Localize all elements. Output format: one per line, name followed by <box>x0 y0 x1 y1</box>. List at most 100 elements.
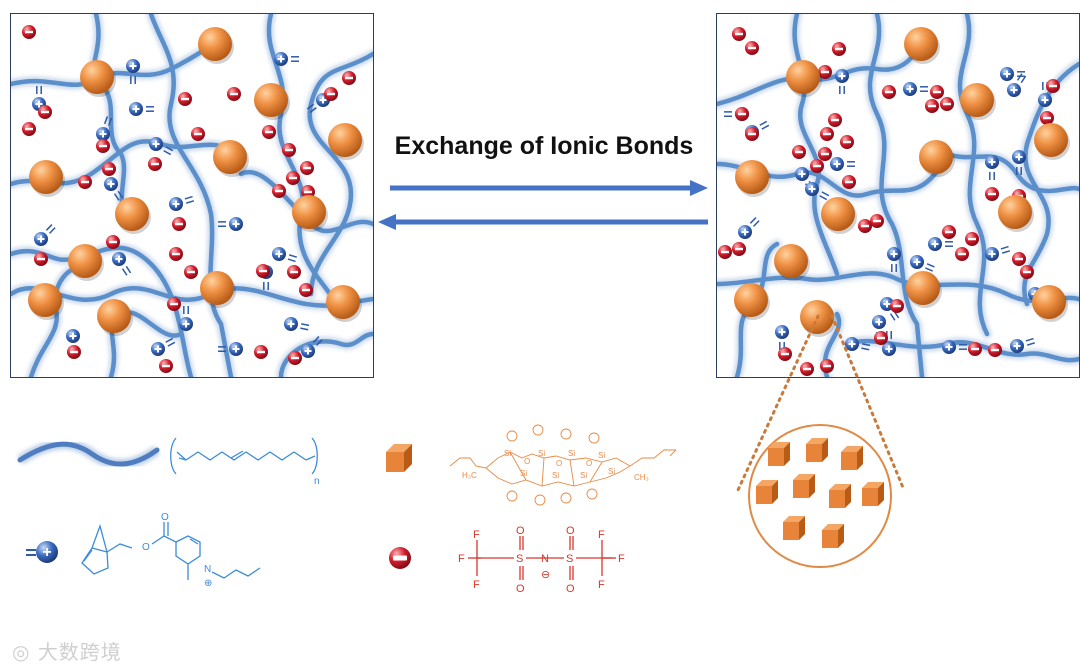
anion-icon <box>342 71 356 85</box>
anion-icon <box>102 162 116 176</box>
svg-text:O: O <box>142 542 150 553</box>
anion-icon <box>227 87 241 101</box>
anion-icon <box>172 217 186 231</box>
anion-icon <box>968 342 982 356</box>
anion-icon <box>792 145 806 159</box>
cation-icon <box>775 325 789 351</box>
anion-icon <box>810 159 824 173</box>
anion-icon <box>800 362 814 376</box>
anion-icon <box>34 252 48 266</box>
anion-icon <box>191 127 205 141</box>
anion-icon <box>840 135 854 149</box>
anion-icon <box>870 214 884 228</box>
anion-icon <box>818 65 832 79</box>
poss-cube <box>841 446 863 470</box>
anion-icon <box>965 232 979 246</box>
crosslinker-sphere <box>786 60 822 97</box>
svg-text:+: + <box>42 544 51 561</box>
ions-left <box>22 25 356 373</box>
svg-text:O: O <box>566 525 575 537</box>
anion-icon <box>718 245 732 259</box>
anion-icon <box>1020 265 1034 279</box>
poss-structure <box>449 424 677 506</box>
cation-icon <box>179 305 193 331</box>
anion-icon <box>778 347 792 361</box>
anion-icon <box>286 171 300 185</box>
anion-icon <box>148 157 162 171</box>
anion-icon <box>159 359 173 373</box>
cation-icon <box>942 340 967 354</box>
crosslinker-sphere <box>254 83 290 120</box>
anion-icon <box>299 283 313 297</box>
crosslinker-sphere <box>919 140 955 177</box>
anion-icon <box>732 27 746 41</box>
cation-icon <box>104 177 124 201</box>
anion-icon <box>256 264 270 278</box>
crosslinker-sphere <box>774 244 810 281</box>
anion-icon <box>858 219 872 233</box>
poss-cube <box>768 442 790 466</box>
svg-text:CH₃: CH₃ <box>634 473 649 482</box>
anion-icon <box>254 345 268 359</box>
anion-icon <box>890 299 904 313</box>
cation-icon <box>126 59 140 85</box>
svg-text:S: S <box>566 553 573 565</box>
cation-icon <box>217 217 243 231</box>
cation-icon <box>112 252 132 276</box>
reverse-arrow <box>378 214 708 230</box>
svg-text:Si: Si <box>520 469 527 478</box>
cation-icon <box>129 102 154 116</box>
cation-icon <box>1010 337 1036 353</box>
tfsi-structure <box>468 536 616 580</box>
anion-icon <box>828 113 842 127</box>
anion-icon <box>925 99 939 113</box>
zoom-cubes <box>756 438 884 548</box>
cation-icon <box>96 116 113 141</box>
svg-text:F: F <box>618 553 625 565</box>
crosslinker-sphere <box>326 285 362 322</box>
zoom-inset <box>736 314 906 568</box>
svg-text:O: O <box>586 459 592 468</box>
network-graphic-right <box>717 14 1079 377</box>
cation-icon <box>985 155 999 181</box>
anion-icon <box>832 42 846 56</box>
anion-icon <box>930 85 944 99</box>
svg-text:⊕: ⊕ <box>204 578 212 588</box>
cation-icon <box>738 217 760 239</box>
cation-icon <box>835 69 849 95</box>
svg-text:N: N <box>204 564 211 575</box>
anion-icon <box>942 225 956 239</box>
watermark: ◎ 大数跨境 <box>12 640 122 664</box>
cation-icon <box>805 182 830 201</box>
anion-icon <box>288 351 302 365</box>
anion-icon <box>38 105 52 119</box>
crosslinker-sphere <box>213 140 249 177</box>
cation-icon <box>301 336 323 358</box>
network-panel-left <box>10 13 374 378</box>
svg-text:Si: Si <box>608 467 615 476</box>
poss-cube <box>822 524 844 548</box>
crosslinker-sphere <box>904 27 940 64</box>
svg-text:O: O <box>524 457 530 466</box>
anion-icon <box>262 125 276 139</box>
network-graphic-left <box>11 14 373 377</box>
anion-icon <box>78 175 92 189</box>
cation-icon <box>36 541 58 563</box>
svg-text:O: O <box>566 583 575 595</box>
anion-icon <box>22 122 36 136</box>
poss-cube <box>862 482 884 506</box>
polybutadiene-structure <box>170 437 318 475</box>
anion-icon <box>820 359 834 373</box>
crosslinker-sphere <box>1034 123 1070 160</box>
cation-icon <box>274 52 299 66</box>
crosslinker-sphere <box>1032 285 1068 322</box>
anion-icon <box>324 87 338 101</box>
svg-text:N: N <box>541 553 549 565</box>
repeat-subscript: n <box>314 476 320 487</box>
svg-text:H₃C: H₃C <box>462 471 477 480</box>
svg-text:Si: Si <box>598 451 605 460</box>
anion-icon <box>745 41 759 55</box>
crosslinker-sphere <box>960 83 996 120</box>
crosslinker-spheres-right <box>734 27 1070 337</box>
crosslinker-sphere <box>29 160 65 197</box>
